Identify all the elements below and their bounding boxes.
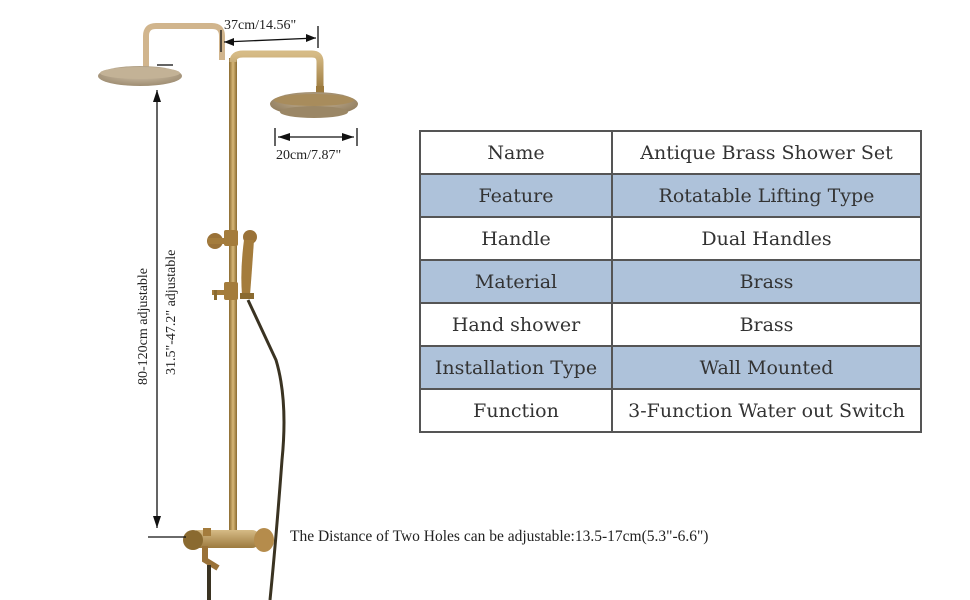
spec-value: Wall Mounted — [611, 345, 922, 390]
spec-key: Handle — [419, 216, 613, 261]
rain-shower-head — [270, 86, 358, 118]
height-inch-label: 31.5"-47.2" adjustable — [164, 249, 179, 375]
mixer-valve — [183, 528, 274, 600]
spec-key: Name — [419, 130, 613, 175]
spec-value: Rotatable Lifting Type — [611, 173, 922, 218]
dimension-lines — [148, 26, 358, 538]
spec-value: 3-Function Water out Switch — [611, 388, 922, 433]
table-row: Hand shower Brass — [419, 302, 922, 347]
spec-key: Function — [419, 388, 613, 433]
table-row: Feature Rotatable Lifting Type — [419, 173, 922, 218]
table-row: Material Brass — [419, 259, 922, 304]
spec-table: Name Antique Brass Shower Set Feature Ro… — [419, 130, 922, 433]
arm-length-label: 37cm/14.56" — [224, 18, 297, 33]
spec-key: Installation Type — [419, 345, 613, 390]
spec-value: Dual Handles — [611, 216, 922, 261]
spec-key: Material — [419, 259, 613, 304]
head-diameter-label: 20cm/7.87" — [276, 148, 342, 163]
spec-key: Feature — [419, 173, 613, 218]
height-cm-label: 80-120cm adjustable — [136, 267, 151, 385]
spec-key: Hand shower — [419, 302, 613, 347]
spec-value: Brass — [611, 259, 922, 304]
rear-shower-arm — [98, 23, 225, 86]
spec-value: Antique Brass Shower Set — [611, 130, 922, 175]
table-row: Function 3-Function Water out Switch — [419, 388, 922, 433]
shower-set-illustration — [98, 23, 358, 600]
hand-shower — [240, 230, 257, 299]
hole-distance-note: The Distance of Two Holes can be adjusta… — [290, 528, 709, 545]
spec-value: Brass — [611, 302, 922, 347]
table-row: Name Antique Brass Shower Set — [419, 130, 922, 175]
table-row: Handle Dual Handles — [419, 216, 922, 261]
table-row: Installation Type Wall Mounted — [419, 345, 922, 390]
